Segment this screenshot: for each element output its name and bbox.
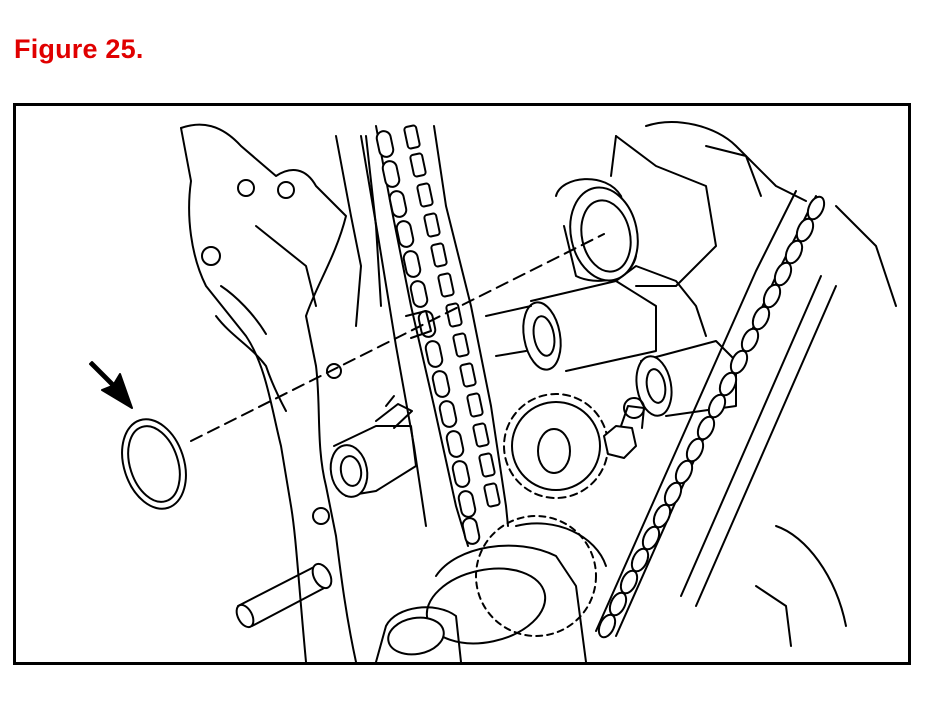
boss (329, 395, 417, 498)
alignment-line (190, 233, 605, 442)
cylinder-bosses (485, 265, 737, 417)
figure-title: Figure 25. (14, 34, 144, 64)
arrow-pointer-icon (89, 361, 133, 409)
o-ring (121, 418, 187, 510)
timing-chain-right (595, 190, 826, 639)
crank-sprocket (503, 393, 609, 567)
diagram-frame (13, 103, 911, 665)
seal-housing (555, 121, 807, 287)
dowel-pin (235, 562, 333, 629)
engine-block (180, 123, 382, 662)
crankshaft (375, 515, 597, 662)
timing-chain-left (375, 124, 509, 547)
bolt (603, 397, 645, 459)
chain-tensioner-rail (680, 205, 897, 647)
engine-timing-diagram (89, 121, 897, 662)
